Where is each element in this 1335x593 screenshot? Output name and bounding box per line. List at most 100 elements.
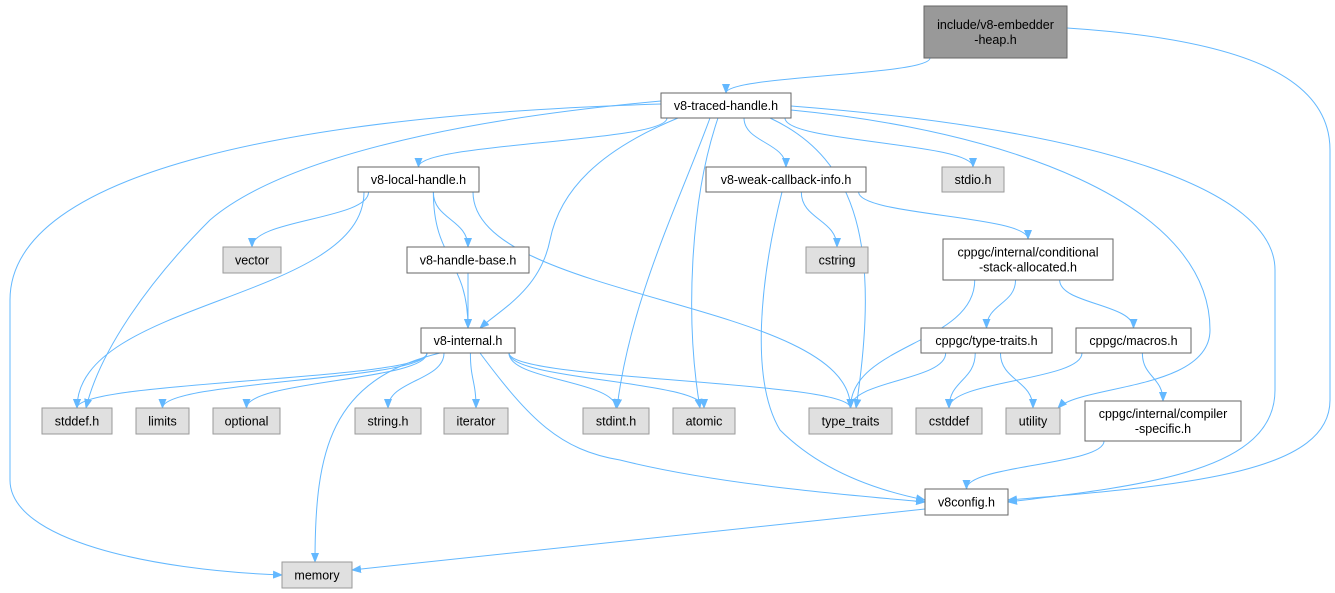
edge-local-to-hbase [432,191,472,248]
node-label: atomic [686,415,723,429]
edge-internal-to-iterator [469,352,480,409]
node-label: v8-handle-base.h [420,254,517,268]
node-label: stdio.h [955,173,992,187]
edge-internal-to-v8config [479,352,926,506]
node-internal[interactable]: v8-internal.h [420,327,516,354]
node-box [420,327,516,354]
edge-root-to-v8config [1007,27,1331,504]
node-label: cstddef [929,415,970,429]
node-cstring[interactable]: cstring [805,246,869,274]
node-box [805,246,869,274]
edge-internal-to-atomic [508,352,708,409]
node-stdint[interactable]: stdint.h [582,407,650,435]
edge-traced-to-local [414,117,668,168]
node-label: stdint.h [596,415,636,429]
node-macros[interactable]: cppgc/macros.h [1075,327,1192,354]
node-label: v8-local-handle.h [371,173,466,187]
node-stringh[interactable]: string.h [354,407,422,435]
edge-internal-to-type_traits [508,352,855,409]
node-hbase[interactable]: v8-handle-base.h [406,246,530,274]
node-box [1084,400,1242,442]
node-type_traits[interactable]: type_traits [808,407,893,435]
edge-local-to-type_traits [472,191,855,409]
node-compiler[interactable]: cppgc/internal/compiler-specific.h [1084,400,1242,442]
node-ctt[interactable]: cppgc/type-traits.h [920,327,1053,354]
edge-weak-to-cstring [800,191,841,248]
edge-traced-to-internal [479,117,679,329]
node-box [222,246,282,274]
node-label: v8-traced-handle.h [674,99,778,113]
node-cstddef[interactable]: cstddef [915,407,983,435]
node-label: limits [148,415,176,429]
node-label: cstring [819,254,856,268]
edge-traced-to-stdio [784,117,977,168]
node-box [582,407,650,435]
node-optional[interactable]: optional [212,407,281,435]
node-label: optional [225,415,269,429]
node-vector[interactable]: vector [222,246,282,274]
node-box [354,407,422,435]
edge-traced-to-weak [743,117,790,168]
edge-root-to-traced [722,57,931,94]
node-box [443,407,509,435]
node-box [672,407,736,435]
node-label: v8config.h [938,496,995,510]
node-memory[interactable]: memory [281,561,353,589]
node-atomic[interactable]: atomic [672,407,736,435]
node-box [281,561,353,589]
node-label: stddef.h [55,415,100,429]
edge-macros-to-cstddef [945,352,1083,409]
edge-traced-to-stddef [84,100,662,409]
node-label: iterator [457,415,496,429]
node-label-line2: -stack-allocated.h [979,261,1077,275]
edge-traced-to-memory [9,103,662,579]
node-root[interactable]: include/v8-embedder-heap.h [923,5,1068,59]
node-box [920,327,1053,354]
edge-internal-to-memory [311,352,441,563]
node-box [660,92,792,119]
edge-weak-to-v8config [760,191,926,503]
node-iterator[interactable]: iterator [443,407,509,435]
edge-internal-to-stringh [384,352,445,409]
node-box [41,407,113,435]
edge-internal-to-stdint [508,352,620,409]
node-label: type_traits [822,415,880,429]
edge-ctt-to-type_traits [846,352,947,409]
node-label: v8-internal.h [434,334,503,348]
node-label: include/v8-embedder [937,18,1054,32]
edge-cond-to-macros [1059,279,1138,329]
edge-traced-to-stdint [614,117,711,409]
node-box [212,407,281,435]
node-box [406,246,530,274]
node-utility[interactable]: utility [1005,407,1061,435]
node-label: cppgc/internal/conditional [957,246,1098,260]
node-stddef[interactable]: stddef.h [41,407,113,435]
node-label: utility [1019,415,1048,429]
node-box [924,488,1009,516]
node-traced[interactable]: v8-traced-handle.h [660,92,792,119]
node-label: memory [294,569,340,583]
node-stdio[interactable]: stdio.h [941,166,1005,193]
node-box [705,166,867,193]
node-label: string.h [368,415,409,429]
edge-v8config-to-memory [351,508,926,574]
node-label: v8-weak-callback-info.h [721,173,852,187]
edge-cond-to-ctt [982,279,1017,329]
node-box [1075,327,1192,354]
node-box [923,5,1068,59]
node-v8config[interactable]: v8config.h [924,488,1009,516]
node-label: vector [235,254,269,268]
node-cond[interactable]: cppgc/internal/conditional-stack-allocat… [942,238,1114,281]
node-local[interactable]: v8-local-handle.h [357,166,480,193]
edge-macros-to-compiler [1141,352,1167,402]
node-weak[interactable]: v8-weak-callback-info.h [705,166,867,193]
node-box [1005,407,1061,435]
edge-cond-to-type_traits [846,279,976,409]
node-label: cppgc/macros.h [1089,334,1177,348]
edge-traced-to-type_traits [769,117,866,409]
node-limits[interactable]: limits [135,407,190,435]
edge-local-to-vector [248,191,370,248]
node-box [808,407,893,435]
edge-local-to-stddef [73,191,365,409]
